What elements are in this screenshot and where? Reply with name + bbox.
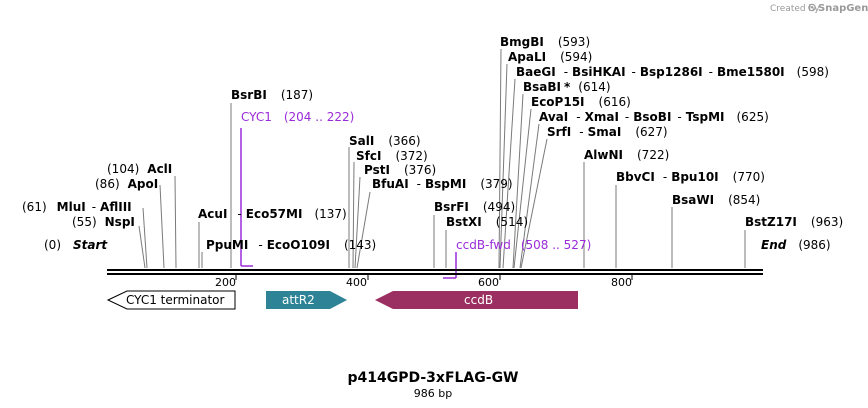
primer-ccdb-fwd-label[interactable]: ccdB-fwd(508 .. 527) [456,238,591,252]
site-mluI[interactable]: (61)MluI-AflIII [22,200,132,214]
plasmid-name: p414GPD-3xFLAG-GW [347,370,518,386]
feature-attR2-label: attR2 [282,293,315,307]
site-bfuAI[interactable]: BfuAI-BspMI(379) [372,177,513,191]
site-apoI[interactable]: (86)ApoI [95,177,158,191]
feature-cyc1-terminator-label: CYC1 terminator [126,293,225,307]
feature-ccdB[interactable]: ccdB [375,291,578,309]
site-salI[interactable]: SalI(366) [349,134,421,148]
site-ppuMI[interactable]: PpuMI-EcoO109I(143) [206,238,376,252]
ruler-tick-400: 400 [346,276,367,289]
site-end[interactable]: End(986) [761,238,831,252]
site-bsaBI[interactable]: BsaBI*(614) [523,80,611,94]
feature-attR2[interactable]: attR2 [266,291,347,309]
site-start[interactable]: (0)Start [44,238,108,252]
feature-cyc1-terminator[interactable]: CYC1 terminator [106,290,236,310]
site-srfI[interactable]: SrfI-SmaI(627) [547,125,668,139]
site-aclI[interactable]: (104)AclI [107,162,172,176]
ruler: 200 400 600 800 [215,275,633,289]
snapgene-logo-icon [808,3,816,12]
ruler-tick-800: 800 [611,276,632,289]
plasmid-length: 986 bp [414,387,452,400]
site-pstI[interactable]: PstI(376) [364,163,436,177]
site-bstZ17I[interactable]: BstZ17I(963) [745,215,843,229]
site-bsrBI[interactable]: BsrBI(187) [231,88,313,102]
site-avaI[interactable]: AvaI-XmaI-BsoBI-TspMI(625) [539,110,769,124]
ruler-tick-200: 200 [215,276,236,289]
feature-ccdB-label: ccdB [464,293,493,307]
site-nspI[interactable]: (55)NspI [72,215,135,229]
site-bsaWI[interactable]: BsaWI(854) [672,193,760,207]
site-bmgBI[interactable]: BmgBI(593) [500,35,590,49]
site-leader-lines [138,48,746,269]
credit-prefix: Created by [770,4,820,14]
ruler-tick-600: 600 [478,276,499,289]
dna-backbone [107,269,763,275]
credit-brand: SnapGene [818,3,868,14]
primer-cyc1-marker[interactable] [240,128,253,267]
site-baeGI[interactable]: BaeGI-BsiHKAI-Bsp1286I-Bme1580I(598) [516,65,829,79]
site-apaLI[interactable]: ApaLI(594) [508,50,592,64]
site-sfcI[interactable]: SfcI(372) [356,149,428,163]
site-acuI[interactable]: AcuI-Eco57MI(137) [198,207,347,221]
primer-cyc1-label[interactable]: CYC1(204 .. 222) [241,110,354,124]
site-bbvCI[interactable]: BbvCI-Bpu10I(770) [616,170,765,184]
site-alwNI[interactable]: AlwNI(722) [584,148,669,162]
site-ecoP15I[interactable]: EcoP15I(616) [531,95,631,109]
site-bsrFI[interactable]: BsrFI(494) [434,200,515,214]
site-bstXI[interactable]: BstXI(514) [446,215,528,229]
